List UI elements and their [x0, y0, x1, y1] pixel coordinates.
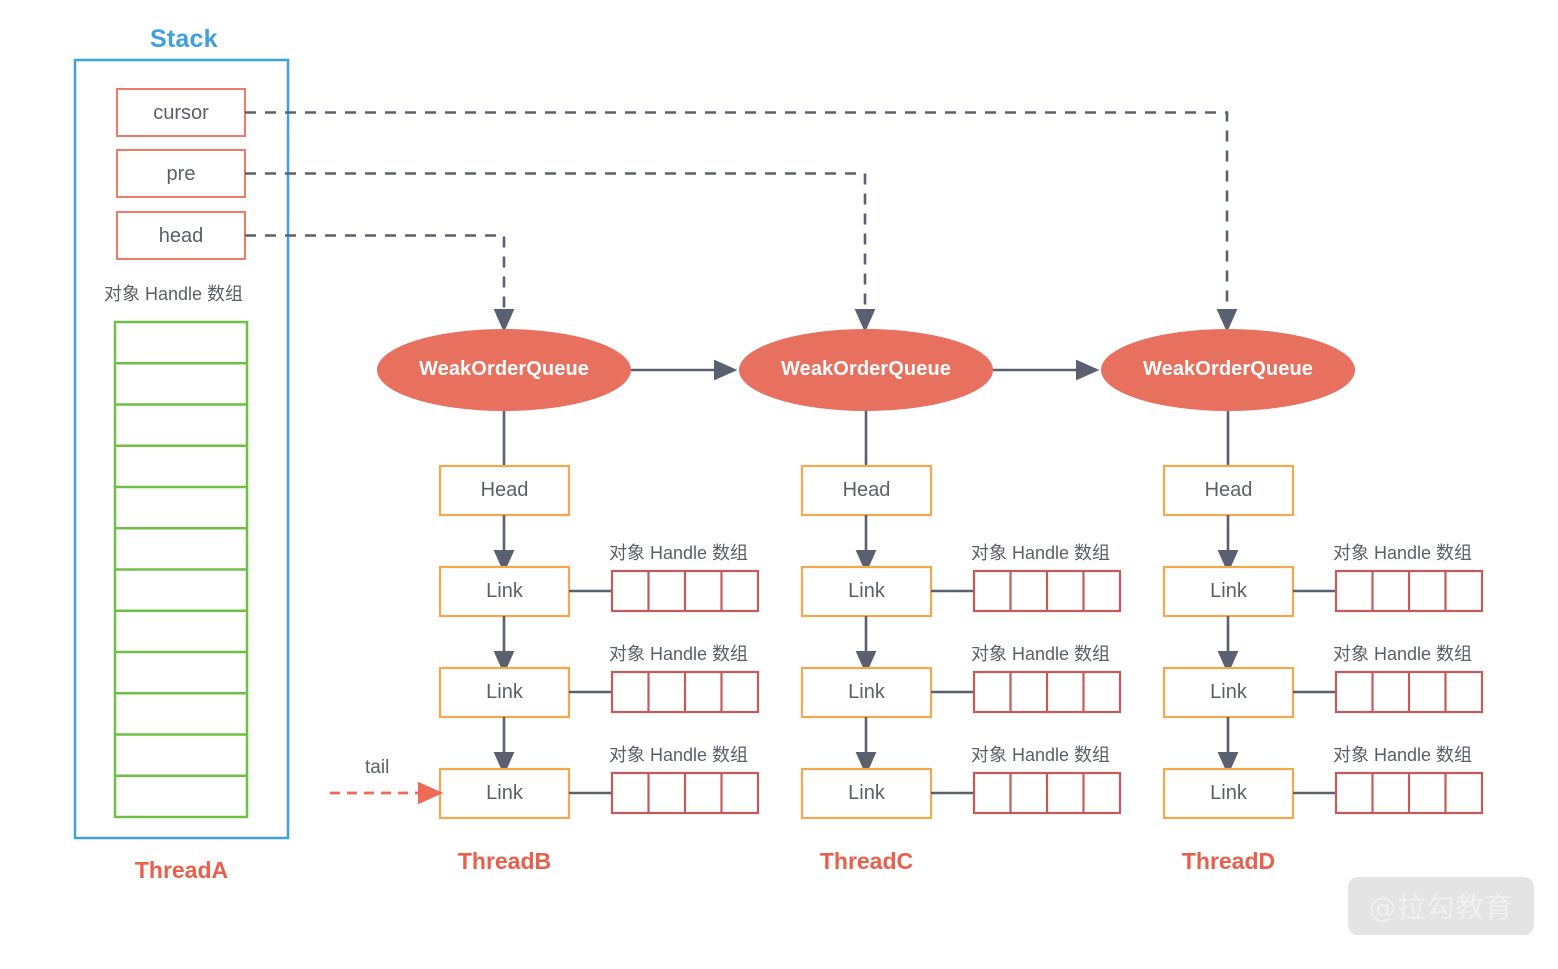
- link-box-b-1[interactable]: [438, 565, 571, 618]
- handle-array-caption-b-3: 对象 Handle 数组: [609, 745, 749, 765]
- handle-array-b-1: [610, 569, 760, 613]
- dashed-route-pre: [245, 172, 876, 333]
- stack-slot-label-head: head: [158, 225, 204, 247]
- head-box-d[interactable]: [1162, 464, 1295, 517]
- handle-array-caption-c-3: 对象 Handle 数组: [971, 745, 1111, 765]
- link-label-d-1: Link: [1210, 580, 1247, 602]
- handle-array-caption-d-2: 对象 Handle 数组: [1333, 644, 1473, 664]
- handle-array-b-2: [610, 670, 760, 714]
- dashed-route-head: [245, 234, 515, 333]
- weak-order-queue-label-b: WeakOrderQueue: [419, 358, 589, 380]
- head-label-b: Head: [480, 479, 529, 501]
- link-label-c-2: Link: [848, 681, 885, 703]
- thread-label-d: ThreadD: [1181, 848, 1276, 874]
- stack-title: Stack: [150, 25, 218, 53]
- tail-label: tail: [365, 757, 390, 778]
- link-label-c-1: Link: [848, 580, 885, 602]
- link-label-d-3: Link: [1210, 782, 1247, 804]
- handle-array-d-2: [1334, 670, 1484, 714]
- link-label-b-2: Link: [486, 681, 523, 703]
- handle-array-caption-b-1: 对象 Handle 数组: [609, 543, 749, 563]
- thread-label-b: ThreadB: [457, 848, 552, 874]
- link-label-c-3: Link: [848, 782, 885, 804]
- link-label-b-1: Link: [486, 580, 523, 602]
- weak-order-queue-label-d: WeakOrderQueue: [1143, 358, 1313, 380]
- head-label-d: Head: [1204, 479, 1253, 501]
- link-label-b-3: Link: [486, 782, 523, 804]
- handle-array-caption-d-3: 对象 Handle 数组: [1333, 745, 1473, 765]
- stack-slot-label-pre: pre: [166, 163, 196, 185]
- handle-array-caption-d-1: 对象 Handle 数组: [1333, 543, 1473, 563]
- handle-array-b-3: [610, 771, 760, 815]
- weak-order-queue-ellipse-d[interactable]: [1101, 329, 1355, 411]
- watermark: @拉勾教育: [1348, 877, 1534, 935]
- handle-array-c-2: [972, 670, 1122, 714]
- stack-slot-cursor-box[interactable]: [116, 88, 246, 137]
- link-box-c-1[interactable]: [800, 565, 933, 618]
- handle-array-caption-c-2: 对象 Handle 数组: [971, 644, 1111, 664]
- handle-array-c-1: [972, 569, 1122, 613]
- thread-label-a: ThreadA: [134, 857, 229, 883]
- stack-handle-array: [113, 320, 249, 819]
- handle-array-c-3: [972, 771, 1122, 815]
- handle-array-caption-c-1: 对象 Handle 数组: [971, 543, 1111, 563]
- thread-label-c: ThreadC: [819, 848, 914, 874]
- stack-container-box: [73, 58, 290, 840]
- watermark-text: @拉勾教育: [1368, 891, 1514, 924]
- link-label-d-2: Link: [1210, 681, 1247, 703]
- stack-slot-label-cursor: cursor: [153, 102, 209, 124]
- handle-array-d-3: [1334, 771, 1484, 815]
- link-box-b-3[interactable]: [438, 767, 571, 820]
- head-box-b[interactable]: [438, 464, 571, 517]
- handle-array-caption-b-2: 对象 Handle 数组: [609, 644, 749, 664]
- weak-order-queue-label-c: WeakOrderQueue: [781, 358, 951, 380]
- link-box-d-3[interactable]: [1162, 767, 1295, 820]
- handle-array-d-1: [1334, 569, 1484, 613]
- link-box-b-2[interactable]: [438, 666, 571, 719]
- stack-slot-pre-box[interactable]: [116, 149, 246, 198]
- dashed-route-cursor: [245, 111, 1238, 333]
- weak-order-queue-ellipse-c[interactable]: [739, 329, 993, 411]
- head-label-c: Head: [842, 479, 891, 501]
- weak-order-queue-ellipse-b[interactable]: [377, 329, 631, 411]
- stack-handle-array-caption: 对象 Handle 数组: [104, 284, 244, 304]
